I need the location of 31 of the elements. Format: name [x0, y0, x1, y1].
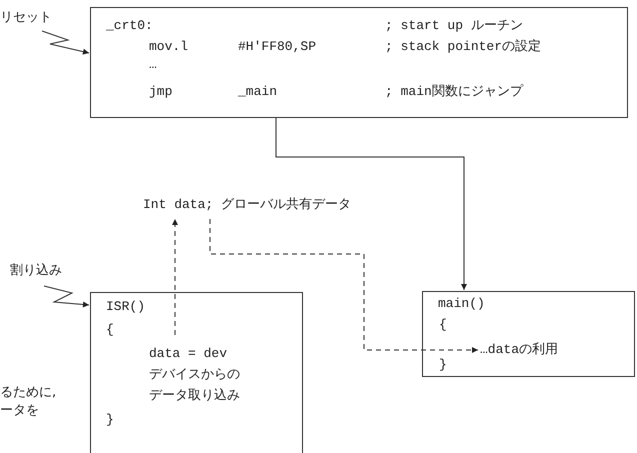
- code-line: jmp: [149, 83, 172, 100]
- code-comment: デバイスからのデータ取り込み: [149, 366, 241, 405]
- code-line: {: [439, 316, 447, 333]
- code-comment: ; main関数にジャンプ: [385, 83, 523, 100]
- code-line: _crt0:: [106, 17, 153, 34]
- code-line: …dataの利用: [480, 341, 558, 358]
- code-box: [90, 7, 628, 118]
- arrow: [210, 218, 478, 353]
- code-line: #H'FF80,SP: [238, 38, 316, 55]
- code-line: _main: [238, 83, 278, 100]
- code-line: }: [106, 411, 114, 428]
- ellipsis: …: [149, 56, 157, 73]
- code-box: [90, 292, 303, 453]
- signal-label: 割り込み: [10, 262, 62, 279]
- code-box: [422, 291, 635, 377]
- code-line: }: [439, 356, 447, 373]
- code-line: {: [106, 321, 114, 338]
- arrow: [172, 218, 178, 336]
- code-line: main(): [438, 295, 485, 312]
- code-comment: ; stack pointerの設定: [385, 38, 542, 55]
- code-line: data = dev: [149, 345, 228, 362]
- code-comment: ; start up ルーチン: [385, 17, 523, 34]
- signal-label: リセット: [0, 9, 52, 26]
- arrow: [44, 286, 90, 308]
- variable-label: Int data; グローバル共有データ: [143, 196, 352, 213]
- note-text: るために,: [0, 384, 56, 401]
- note-text: ータを: [0, 402, 39, 419]
- code-line: ISR(): [106, 298, 146, 315]
- code-line: mov.l: [149, 38, 188, 55]
- arrow: [42, 30, 90, 55]
- arrow: [276, 118, 467, 290]
